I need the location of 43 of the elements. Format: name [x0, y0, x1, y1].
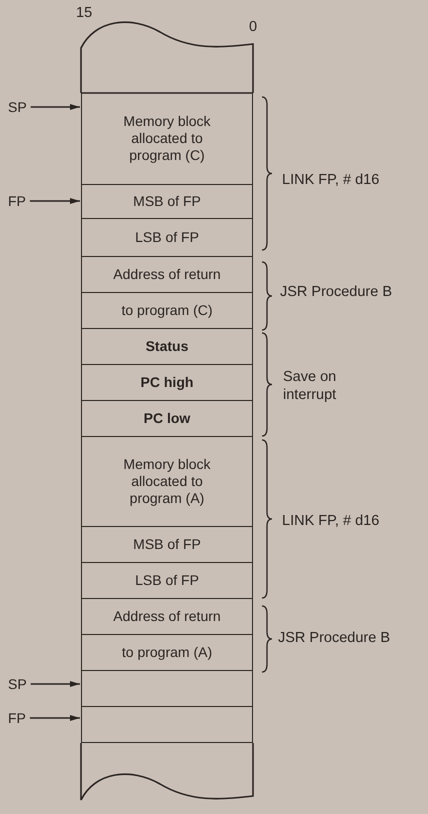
- memory-cell: [81, 329, 253, 365]
- bit-number: 0: [249, 18, 258, 36]
- memory-cell: [81, 185, 253, 219]
- cell-text: Address of return: [113, 266, 221, 283]
- brace-label: JSR Procedure B: [278, 629, 392, 647]
- memory-cell: [81, 563, 253, 599]
- memory-cell: [81, 527, 253, 563]
- cell-text: Memory block allocated to program (C): [122, 113, 212, 164]
- memory-cell: [81, 257, 253, 293]
- cell-text: MSB of FP: [133, 536, 201, 553]
- cell-text: MSB of FP: [133, 193, 201, 210]
- brace-label: JSR Procedure B: [280, 283, 394, 301]
- memory-cell: [81, 219, 253, 257]
- memory-cell: [81, 365, 253, 401]
- pointer-arrow: [30, 198, 80, 204]
- bit-number: 15: [76, 4, 92, 22]
- pointer-arrow: [30, 715, 80, 721]
- brace-label: Save on interrupt: [283, 368, 338, 404]
- memory-cell: [81, 635, 253, 671]
- pointer-arrow: [30, 104, 80, 110]
- memory-cell: [81, 707, 253, 743]
- register-pointer-label: FP: [8, 193, 26, 209]
- cell-text: LSB of FP: [135, 572, 199, 589]
- cell-text: PC low: [144, 410, 190, 427]
- cell-text: Address of return: [113, 608, 221, 625]
- memory-cell: [81, 401, 253, 437]
- brace-label: LINK FP, # d16: [282, 171, 380, 189]
- register-pointer-label: FP: [8, 710, 26, 726]
- memory-cell: [81, 293, 253, 329]
- memory-cell: [81, 599, 253, 635]
- memory-cell: [81, 437, 253, 527]
- cell-text: to program (C): [121, 302, 213, 319]
- pointer-arrow: [30, 681, 80, 687]
- cell-text: LSB of FP: [135, 229, 199, 246]
- brace-label: LINK FP, # d16: [282, 512, 380, 530]
- cell-text: Status: [146, 338, 188, 355]
- memory-cell: [81, 93, 253, 185]
- register-pointer-label: SP: [8, 99, 27, 115]
- register-pointer-label: SP: [8, 676, 27, 692]
- memory-cell: [81, 671, 253, 707]
- cell-text: Memory block allocated to program (A): [122, 456, 212, 507]
- cell-text: to program (A): [122, 644, 212, 661]
- cell-text: PC high: [140, 374, 194, 391]
